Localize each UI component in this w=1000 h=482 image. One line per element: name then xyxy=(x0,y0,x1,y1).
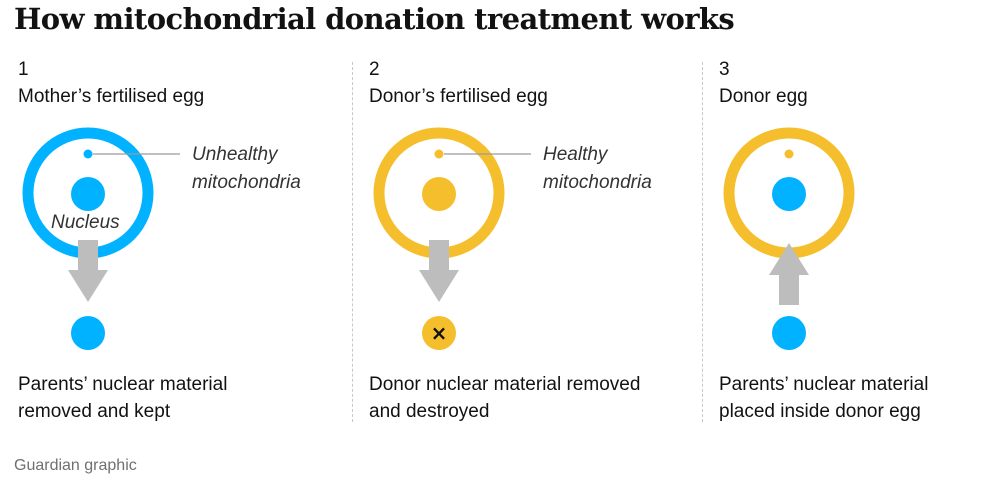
down-arrow-icon xyxy=(419,240,459,302)
nucleus-dot xyxy=(422,177,456,211)
step-1-diagram: Unhealthy mitochondria Nucleus xyxy=(22,127,301,350)
step-caption: Donor nuclear material removed and destr… xyxy=(369,371,699,425)
step-1-panel: 1 Mother’s fertilised egg Unhealthy mito… xyxy=(18,55,358,435)
unhealthy-mitochondria-dot xyxy=(83,149,93,159)
healthy-mitochondria-dot xyxy=(434,149,444,159)
step-3-panel: 3 Donor egg Parents’ nuclear material pl… xyxy=(719,55,1000,435)
step-title: Donor’s fertilised egg xyxy=(369,86,548,107)
new-nucleus-dot xyxy=(772,177,806,211)
step-title: Mother’s fertilised egg xyxy=(18,86,205,107)
caption-line: Parents’ nuclear material xyxy=(719,374,929,395)
step-number: 1 xyxy=(18,59,29,80)
mitochondria-label-line2: mitochondria xyxy=(192,172,301,193)
caption-line: removed and kept xyxy=(18,401,171,422)
up-arrow-icon xyxy=(769,243,809,305)
mitochondria-label-line1: Healthy xyxy=(543,144,609,165)
parents-nucleus-dot xyxy=(772,316,806,350)
healthy-mitochondria-dot xyxy=(784,149,794,159)
caption-line: Donor nuclear material removed xyxy=(369,374,641,395)
mitochondria-label-line2: mitochondria xyxy=(543,172,652,193)
caption-line: Parents’ nuclear material xyxy=(18,374,228,395)
cross-icon: × xyxy=(431,321,448,345)
step-3-diagram xyxy=(723,127,855,350)
step-number: 3 xyxy=(719,59,730,80)
step-caption: Parents’ nuclear material removed and ke… xyxy=(18,371,348,425)
removed-nucleus-dot xyxy=(71,316,105,350)
mitochondria-label-line1: Unhealthy xyxy=(192,144,279,165)
step-number: 2 xyxy=(369,59,380,80)
destroyed-nucleus-dot xyxy=(422,316,456,350)
nucleus-label: Nucleus xyxy=(51,212,120,233)
panel-divider xyxy=(352,62,353,422)
step-caption: Parents’ nuclear material placed inside … xyxy=(719,371,1000,425)
down-arrow-icon xyxy=(68,240,108,302)
source-credit: Guardian graphic xyxy=(14,457,137,474)
step-title: Donor egg xyxy=(719,86,808,107)
caption-line: placed inside donor egg xyxy=(719,401,921,422)
step-2-panel: 2 Donor’s fertilised egg × Healthy mitoc… xyxy=(369,55,709,435)
nucleus-dot xyxy=(71,177,105,211)
page-title: How mitochondrial donation treatment wor… xyxy=(14,2,735,36)
step-2-diagram: × Healthy mitochondria xyxy=(373,127,652,350)
caption-line: and destroyed xyxy=(369,401,490,422)
panel-divider xyxy=(702,62,703,422)
